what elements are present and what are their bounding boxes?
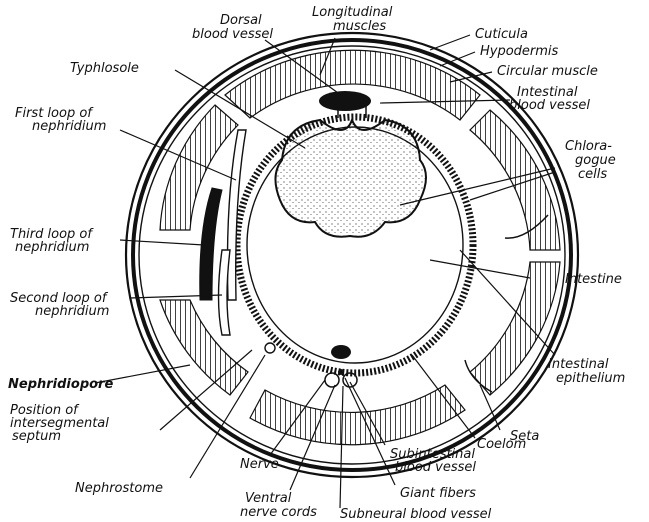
label-dorsal-blood-vessel: Dorsal blood vessel	[192, 13, 273, 42]
label-third-loop-nephridium: Third loop of nephridium	[10, 227, 96, 255]
label-coelom: Coelom	[477, 437, 526, 452]
label-typhlosole: Typhlosole	[70, 61, 139, 76]
dorsal-blood-vessel	[319, 91, 371, 111]
muscle-band-right	[470, 110, 560, 250]
label-longitudinal-muscles: Longitudinal muscles	[312, 5, 396, 34]
label-nephrostome: Nephrostome	[75, 481, 163, 496]
label-subneural-blood-vessel: Subneural blood vessel	[340, 507, 492, 522]
label-chloragogue-cells: Chlora- gogue cells	[565, 139, 620, 182]
label-second-loop-nephridium: Second loop of nephridium	[10, 291, 111, 319]
label-circular-muscle: Circular muscle	[497, 64, 598, 79]
ventral-nerve-cord-right	[343, 373, 357, 387]
label-intestine: Intestine	[565, 272, 622, 287]
muscle-band-right-lower	[470, 262, 560, 395]
label-subintestinal-blood-vessel: Subintestinal blood vessel	[390, 447, 479, 475]
typhlosole	[275, 120, 426, 237]
muscle-band-left	[160, 105, 238, 230]
intestine	[237, 96, 473, 373]
label-position-septum: Position of intersegmental septum	[10, 403, 113, 444]
label-ventral-nerve-cords: Ventral nerve cords	[240, 491, 317, 520]
label-nerve: Nerve	[240, 457, 279, 472]
label-intestinal-epithelium: Intestinal epithelium	[548, 357, 625, 386]
label-cuticula: Cuticula	[475, 27, 528, 42]
label-hypodermis: Hypodermis	[480, 44, 559, 59]
giant-fibers	[338, 369, 344, 375]
label-intestinal-blood-vessel: Intestinal blood vessel	[509, 85, 590, 113]
subintestinal-blood-vessel	[331, 345, 351, 359]
muscle-band-ventral	[250, 385, 465, 445]
label-giant-fibers: Giant fibers	[400, 486, 476, 501]
label-first-loop-nephridium: First loop of nephridium	[15, 106, 106, 134]
label-nephridiopore: Nephridiopore	[8, 377, 113, 392]
ventral-nerve-cord-left	[325, 373, 339, 387]
nephrostome	[265, 343, 275, 353]
